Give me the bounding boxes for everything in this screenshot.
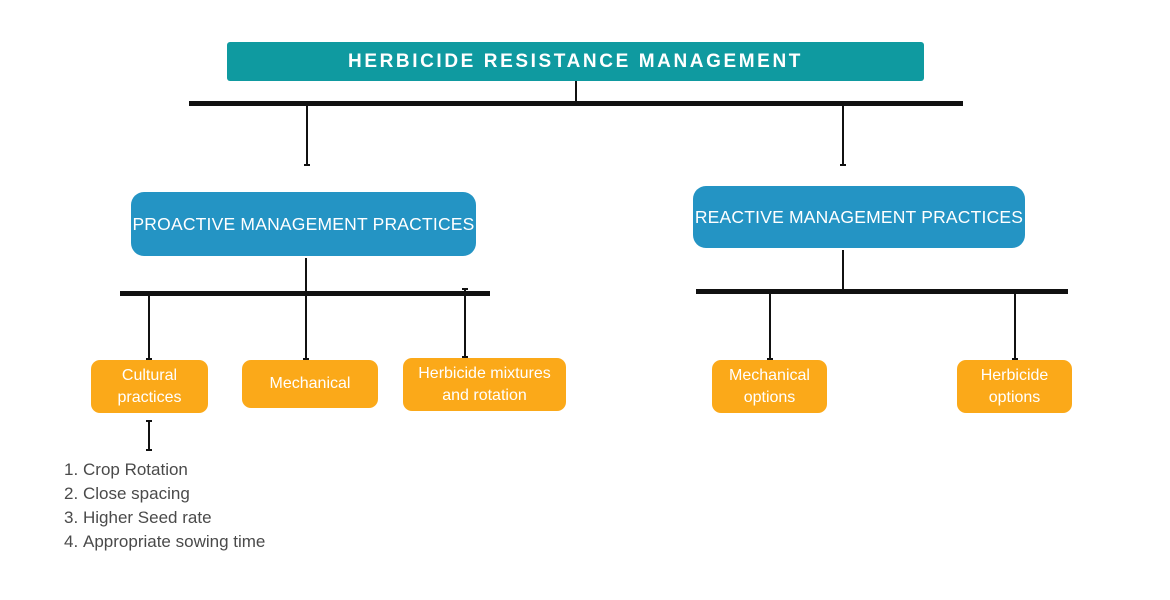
node-label-line1: Cultural [121, 367, 178, 385]
list-item-number: 3. [64, 508, 79, 528]
node-label-line1: Herbicide [980, 367, 1049, 385]
list-item-number: 4. [64, 532, 79, 552]
list-item: 3. Higher Seed rate [64, 506, 265, 530]
node-reactive-management-practices[interactable]: REACTIVE MANAGEMENT PRACTICES [693, 186, 1025, 248]
list-item-text: Crop Rotation [83, 460, 188, 479]
node-label-line2: options [988, 388, 1041, 406]
node-label-line2: and rotation [442, 386, 527, 404]
connector-reactive-bus [696, 289, 1068, 294]
node-mechanical-proactive[interactable]: Mechanical [242, 360, 378, 408]
list-item-text: Close spacing [83, 484, 190, 504]
node-label-line1: Mechanical [729, 367, 810, 385]
node-cultural-practices[interactable]: Cultural practices [91, 360, 208, 413]
connector-proactive-to-mechanical [303, 294, 309, 360]
connector-proactive-to-cultural-practices [146, 294, 152, 360]
node-label: PROACTIVE MANAGEMENT PRACTICES [132, 213, 475, 234]
connector-bus-to-reactive [840, 104, 846, 166]
cultural-practices-list: 1. Crop Rotation 2. Close spacing 3. Hig… [64, 458, 265, 555]
list-item: 4. Appropriate sowing time [64, 530, 265, 554]
node-mechanical-options[interactable]: Mechanical options [712, 360, 827, 413]
list-item-number: 2. [64, 484, 79, 504]
node-herbicide-mixtures-and-rotation[interactable]: Herbicide mixtures and rotation [403, 358, 566, 411]
connector-proactive-to-herbicide-mixtures [462, 288, 468, 358]
node-proactive-management-practices[interactable]: PROACTIVE MANAGEMENT PRACTICES [131, 192, 476, 256]
connector-cultural-practices-to-list [146, 420, 152, 451]
connector-reactive-to-bus [842, 250, 844, 291]
list-item: 1. Crop Rotation [64, 458, 265, 482]
node-label: Herbicide Resistance Management [348, 50, 803, 72]
node-label-line2: options [743, 388, 796, 406]
connector-title-to-bus [575, 81, 577, 103]
list-item-number: 1. [64, 460, 79, 479]
connector-reactive-to-herbicide-options [1012, 292, 1018, 360]
node-herbicide-options[interactable]: Herbicide options [957, 360, 1072, 413]
connector-reactive-to-mechanical-options [767, 292, 773, 360]
node-label-line1: Herbicide mixtures [418, 365, 551, 383]
node-label-line2: practices [117, 388, 182, 406]
list-item-text: Higher Seed rate [83, 508, 212, 528]
list-item: 2. Close spacing [64, 482, 265, 506]
node-herbicide-resistance-management[interactable]: Herbicide Resistance Management [227, 42, 924, 81]
list-item-text: Appropriate sowing time [83, 532, 266, 552]
node-label: REACTIVE MANAGEMENT PRACTICES [694, 206, 1024, 227]
connector-main-bus [189, 101, 963, 106]
connector-proactive-bus [120, 291, 490, 296]
connector-proactive-to-bus [305, 258, 307, 294]
node-label-line1: Mechanical [269, 375, 351, 393]
connector-bus-to-proactive [304, 104, 310, 166]
